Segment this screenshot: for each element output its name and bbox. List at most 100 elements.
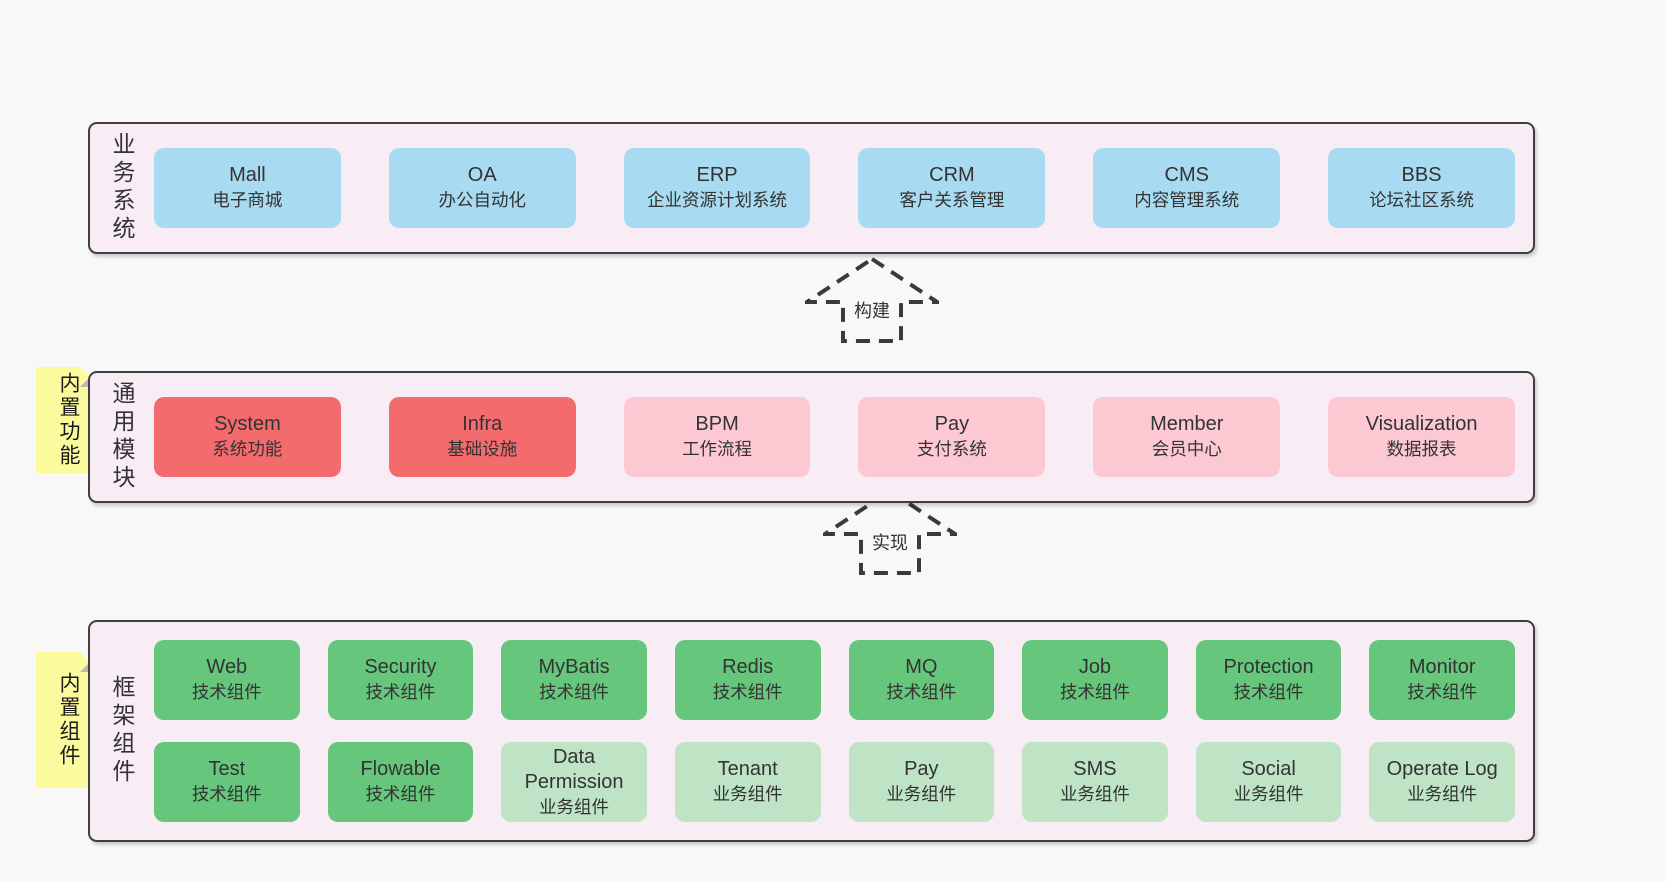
box-title: Visualization <box>1365 413 1478 435</box>
box-subtitle: 数据报表 <box>1386 439 1457 459</box>
arrow-implement-label: 实现 <box>868 528 912 556</box>
box-subtitle: 系统功能 <box>212 439 283 459</box>
box-title: Infra <box>462 413 503 435</box>
box-title: Pay <box>934 413 970 435</box>
box-subtitle: 电子商城 <box>212 190 283 210</box>
box-test: Test 技术组件 <box>154 742 300 822</box>
box-title: Web <box>206 656 248 678</box>
box-mybatis: MyBatis 技术组件 <box>501 640 647 720</box>
box-mall: Mall 电子商城 <box>154 148 341 228</box>
box-title: Social <box>1241 758 1296 780</box>
box-subtitle: 技术组件 <box>1407 682 1478 702</box>
box-redis: Redis 技术组件 <box>674 640 821 720</box>
box-subtitle: 技术组件 <box>365 682 436 702</box>
box-title: Pay <box>904 758 939 780</box>
box-infra: Infra 基础设施 <box>388 397 576 477</box>
box-title: Security <box>364 656 437 678</box>
dashed-up-arrow-icon <box>823 488 957 575</box>
arrow-build-label: 构建 <box>850 296 894 324</box>
box-subtitle: 企业资源计划系统 <box>647 190 788 210</box>
arrow-implement-icon: 实现 <box>823 488 957 576</box>
box-subtitle: 技术组件 <box>886 682 957 702</box>
box-title: System <box>214 413 281 435</box>
sticky-tab-label: 内置组件 <box>57 672 80 768</box>
layer-label-common-modules: 通用模块 <box>109 381 135 493</box>
box-protection: Protection 技术组件 <box>1195 640 1342 720</box>
box-bbs: BBS 论坛社区系统 <box>1328 148 1515 228</box>
arrow-build-icon: 构建 <box>805 256 939 344</box>
box-pay: Pay 业务组件 <box>848 742 995 822</box>
box-subtitle: 工作流程 <box>682 439 753 459</box>
box-crm: CRM 客户关系管理 <box>858 148 1046 228</box>
box-subtitle: 基础设施 <box>447 439 518 459</box>
box-pay: Pay 支付系统 <box>858 397 1046 477</box>
box-title: OA <box>467 164 497 186</box>
box-job: Job 技术组件 <box>1022 640 1168 720</box>
box-subtitle: 技术组件 <box>365 784 436 804</box>
box-subtitle: 客户关系管理 <box>899 190 1005 210</box>
box-subtitle: 技术组件 <box>1059 682 1130 702</box>
box-bpm: BPM 工作流程 <box>623 397 811 477</box>
sticky-tab-label: 内置功能 <box>57 372 80 468</box>
box-tenant: Tenant 业务组件 <box>674 742 821 822</box>
box-subtitle: 论坛社区系统 <box>1369 190 1475 210</box>
box-title: Tenant <box>717 758 778 780</box>
box-subtitle: 业务组件 <box>886 784 957 804</box>
box-monitor: Monitor 技术组件 <box>1369 640 1515 720</box>
box-operate-log: Operate Log 业务组件 <box>1369 742 1515 822</box>
box-cms: CMS 内容管理系统 <box>1093 148 1281 228</box>
layer-label-business-systems: 业务系统 <box>109 132 135 244</box>
box-title: MyBatis <box>538 656 610 678</box>
box-title: Monitor <box>1408 656 1476 678</box>
box-title: Test <box>208 758 246 780</box>
box-subtitle: 技术组件 <box>712 682 783 702</box>
dashed-up-arrow-icon <box>805 256 939 343</box>
box-subtitle: 业务组件 <box>1407 784 1478 804</box>
box-title: SMS <box>1073 758 1117 780</box>
box-title: Data Permission <box>524 745 624 793</box>
box-data-permission: Data Permission 业务组件 <box>501 742 647 822</box>
common-modules-grid: System 系统功能 Infra 基础设施 BPM 工作流程 Pay 支付系统 Member 会… <box>154 397 1515 477</box>
box-subtitle: 技术组件 <box>191 682 262 702</box>
box-subtitle: 业务组件 <box>712 784 783 804</box>
layer-common-modules: 通用模块 System 系统功能 Infra 基础设施 BPM 工作流程 Pay 支付系统 Me… <box>88 371 1535 503</box>
layer-label-framework-components: 框架组件 <box>109 675 135 787</box>
box-subtitle: 技术组件 <box>1233 682 1304 702</box>
box-title: Mall <box>229 164 266 186</box>
box-flowable: Flowable 技术组件 <box>327 742 474 822</box>
box-social: Social 业务组件 <box>1195 742 1342 822</box>
box-subtitle: 支付系统 <box>916 439 987 459</box>
box-subtitle: 技术组件 <box>539 682 610 702</box>
box-title: BBS <box>1401 164 1442 186</box>
box-system: System 系统功能 <box>154 397 341 477</box>
box-title: MQ <box>905 656 938 678</box>
box-title: Protection <box>1223 656 1314 678</box>
box-subtitle: 内容管理系统 <box>1134 190 1240 210</box>
box-subtitle: 会员中心 <box>1151 439 1222 459</box>
box-security: Security 技术组件 <box>327 640 474 720</box>
box-title: Job <box>1078 656 1112 678</box>
box-title: CMS <box>1164 164 1209 186</box>
box-title: Operate Log <box>1386 758 1498 780</box>
box-web: Web 技术组件 <box>154 640 300 720</box>
box-title: Member <box>1150 413 1224 435</box>
box-sms: SMS 业务组件 <box>1022 742 1168 822</box>
box-oa: OA 办公自动化 <box>388 148 576 228</box>
box-title: CRM <box>929 164 975 186</box>
box-subtitle: 技术组件 <box>191 784 262 804</box>
box-mq: MQ 技术组件 <box>848 640 995 720</box>
box-subtitle: 办公自动化 <box>438 190 526 210</box>
box-subtitle: 业务组件 <box>1059 784 1130 804</box>
box-title: Redis <box>722 656 774 678</box>
box-subtitle: 业务组件 <box>1233 784 1304 804</box>
box-title: Flowable <box>360 758 441 780</box>
box-title: BPM <box>695 413 739 435</box>
box-member: Member 会员中心 <box>1093 397 1281 477</box>
box-subtitle: 业务组件 <box>539 796 610 817</box>
